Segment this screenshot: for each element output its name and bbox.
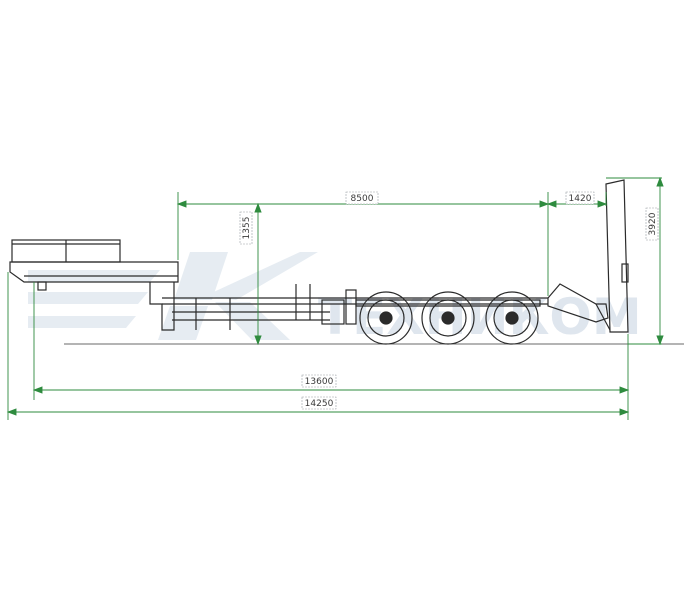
trailer-outline [9,179,629,345]
main-frame [162,284,548,330]
rear-ramp [547,179,629,333]
svg-text:1355: 1355 [242,217,252,240]
svg-text:13600: 13600 [305,377,334,387]
gooseneck-railing [11,239,121,263]
dim-label-frame-length: 13600 [301,374,337,388]
svg-text:8500: 8500 [351,194,374,204]
watermark-logo: ТЕХНИКОМ [28,252,642,346]
svg-text:1420: 1420 [569,194,592,204]
gooseneck-deck [9,261,179,283]
dim-label-total-height: 3920 [645,207,659,241]
dim-label-gooseneck-length: 1420 [565,191,595,205]
dimension-lines [6,176,664,420]
wheel-1 [359,291,413,345]
dimension-labels: 8500 1420 1355 3920 13600 14250 [239,191,659,410]
watermark-emblem [28,252,318,340]
wheel-2 [421,291,475,345]
svg-text:3920: 3920 [648,212,658,235]
suspension-beam [355,299,541,307]
dim-label-overall-length: 14250 [301,396,337,410]
kingpin [37,281,47,291]
watermark-text: ТЕХНИКОМ [318,288,642,346]
neck-drop [149,282,175,331]
dim-label-deck-height: 1355 [239,211,253,245]
wheel-3 [485,291,539,345]
dim-label-deck-length: 8500 [345,191,379,205]
svg-text:14250: 14250 [305,399,334,409]
